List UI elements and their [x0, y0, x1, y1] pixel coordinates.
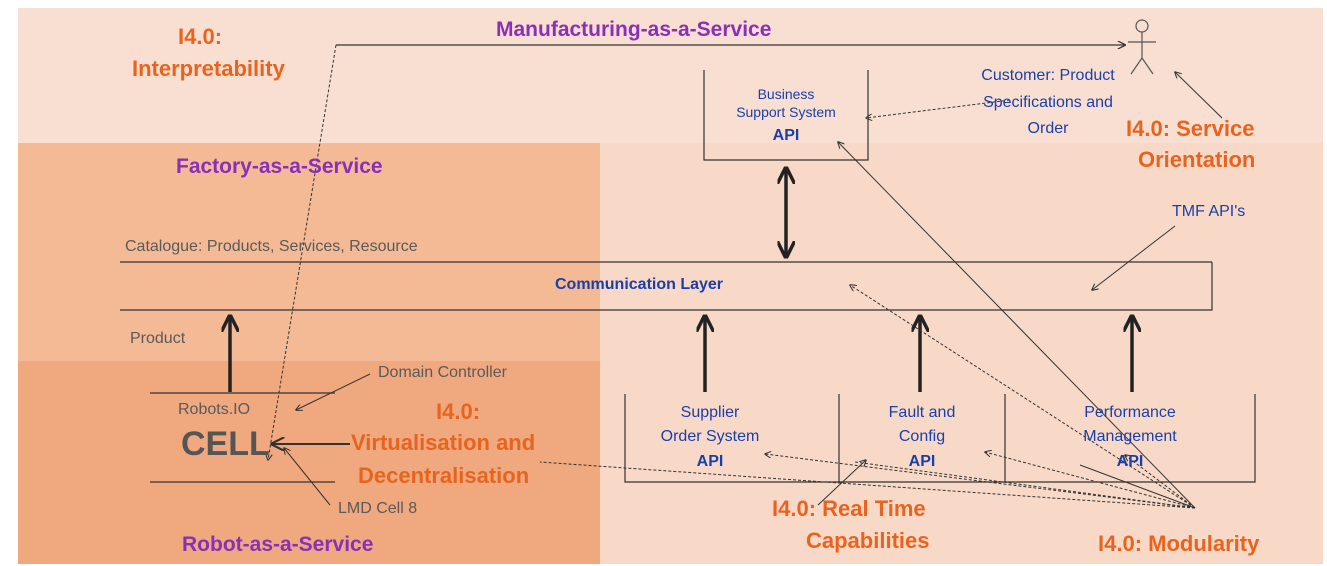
- realtime-label-2: Capabilities: [806, 528, 930, 553]
- bss-api-label: API: [772, 127, 800, 144]
- bss-label-1: Business: [757, 86, 815, 102]
- arrow-service-customer: [1175, 72, 1223, 119]
- raas-title: Robot-as-a-Service: [182, 533, 374, 556]
- virtualisation-label-2: Virtualisation and: [351, 430, 536, 455]
- service-orientation-label-2: Orientation: [1138, 147, 1256, 172]
- modularity-arrows: [539, 142, 1196, 509]
- arrow-realtime: [817, 460, 866, 506]
- arrow-tmf: [1092, 225, 1176, 290]
- arrow-interpretability: [268, 44, 337, 460]
- supplier-label-2: Order System: [660, 428, 760, 445]
- virtualisation-label-1: I4.0:: [436, 399, 481, 424]
- performance-api-label: API: [1116, 453, 1144, 470]
- modularity-label: I4.0: Modularity: [1098, 531, 1260, 556]
- top-band: [18, 8, 1323, 143]
- domain-controller-label: Domain Controller: [378, 364, 507, 381]
- lmd-cell-label: LMD Cell 8: [338, 500, 418, 517]
- communication-layer-box: [120, 262, 1213, 311]
- cell-label: CELL: [181, 425, 270, 463]
- customer-label-3: Order: [1027, 120, 1069, 137]
- robots-io-label: Robots.IO: [178, 401, 251, 418]
- fault-api-label: API: [908, 453, 936, 470]
- interpretability-label-2: Interpretability: [132, 56, 285, 81]
- faas-title: Factory-as-a-Service: [176, 155, 383, 178]
- customer-label-2: Specifications and: [983, 94, 1113, 111]
- virtualisation-label-3: Decentralisation: [358, 463, 530, 488]
- bss-label-2: Support System: [736, 104, 836, 120]
- supplier-label-1: Supplier: [680, 404, 740, 421]
- arrow-domain: [296, 373, 371, 410]
- robot-block: [18, 361, 600, 564]
- arrow-customer-bss: [866, 99, 1011, 118]
- arrow-lmd: [284, 448, 331, 506]
- fault-label-1: Fault and: [888, 404, 956, 421]
- factory-block: [18, 143, 600, 361]
- customer-figure: [1128, 19, 1156, 75]
- performance-api-box: [1005, 394, 1256, 483]
- maas-title: Manufacturing-as-a-Service: [496, 18, 772, 41]
- performance-label-2: Management: [1083, 428, 1177, 445]
- interpretability-label-1: I4.0:: [178, 24, 223, 49]
- catalogue-label: Catalogue: Products, Services, Resource: [125, 238, 418, 255]
- product-label: Product: [130, 330, 186, 347]
- communication-layer-label: Communication Layer: [555, 276, 724, 293]
- performance-label-1: Performance: [1084, 404, 1176, 421]
- supplier-api-label: API: [696, 453, 724, 470]
- supplier-api-box: [624, 394, 840, 483]
- customer-label-1: Customer: Product: [981, 67, 1115, 84]
- tmf-label: TMF API's: [1172, 203, 1246, 220]
- realtime-label-1: I4.0: Real Time: [772, 496, 926, 521]
- fault-label-2: Config: [898, 428, 946, 445]
- service-orientation-label-1: I4.0: Service: [1126, 116, 1255, 141]
